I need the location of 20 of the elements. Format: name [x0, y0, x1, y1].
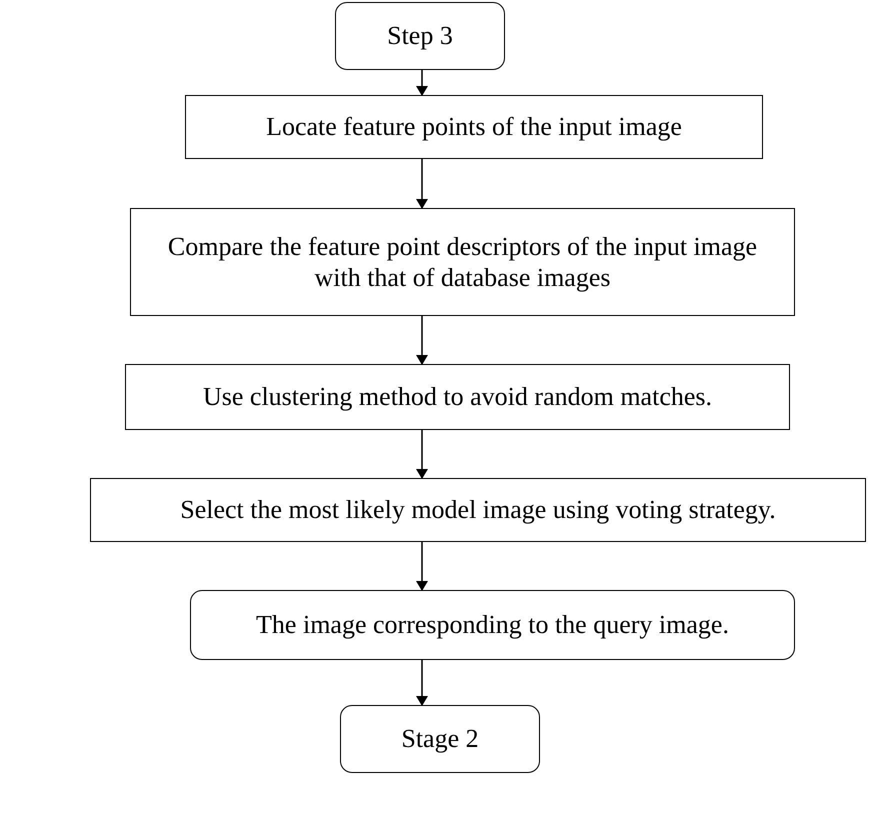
step-text: The image corresponding to the query image.: [256, 609, 729, 641]
step-text: Stage 2: [401, 723, 479, 755]
step-text: Select the most likely model image using voting strategy.: [180, 494, 776, 526]
arrow: [416, 542, 428, 591]
end-box: [340, 705, 540, 773]
arrow: [416, 159, 428, 209]
start-box: [335, 2, 505, 70]
arrow: [416, 660, 428, 706]
arrow: [416, 316, 428, 365]
process-box: [125, 364, 790, 430]
process-box: [185, 95, 763, 159]
step-text: Step 3: [387, 20, 453, 52]
step-text: Locate feature points of the input image: [266, 111, 682, 143]
arrow: [416, 70, 428, 96]
process-box: [90, 478, 866, 542]
step-text: Use clustering method to avoid random matches.: [202, 381, 712, 413]
step-text: Compare the feature point descriptors of the input image with that of database images: [166, 230, 758, 294]
arrow: [416, 430, 428, 479]
result-box: [190, 590, 795, 660]
process-box: [130, 208, 795, 316]
